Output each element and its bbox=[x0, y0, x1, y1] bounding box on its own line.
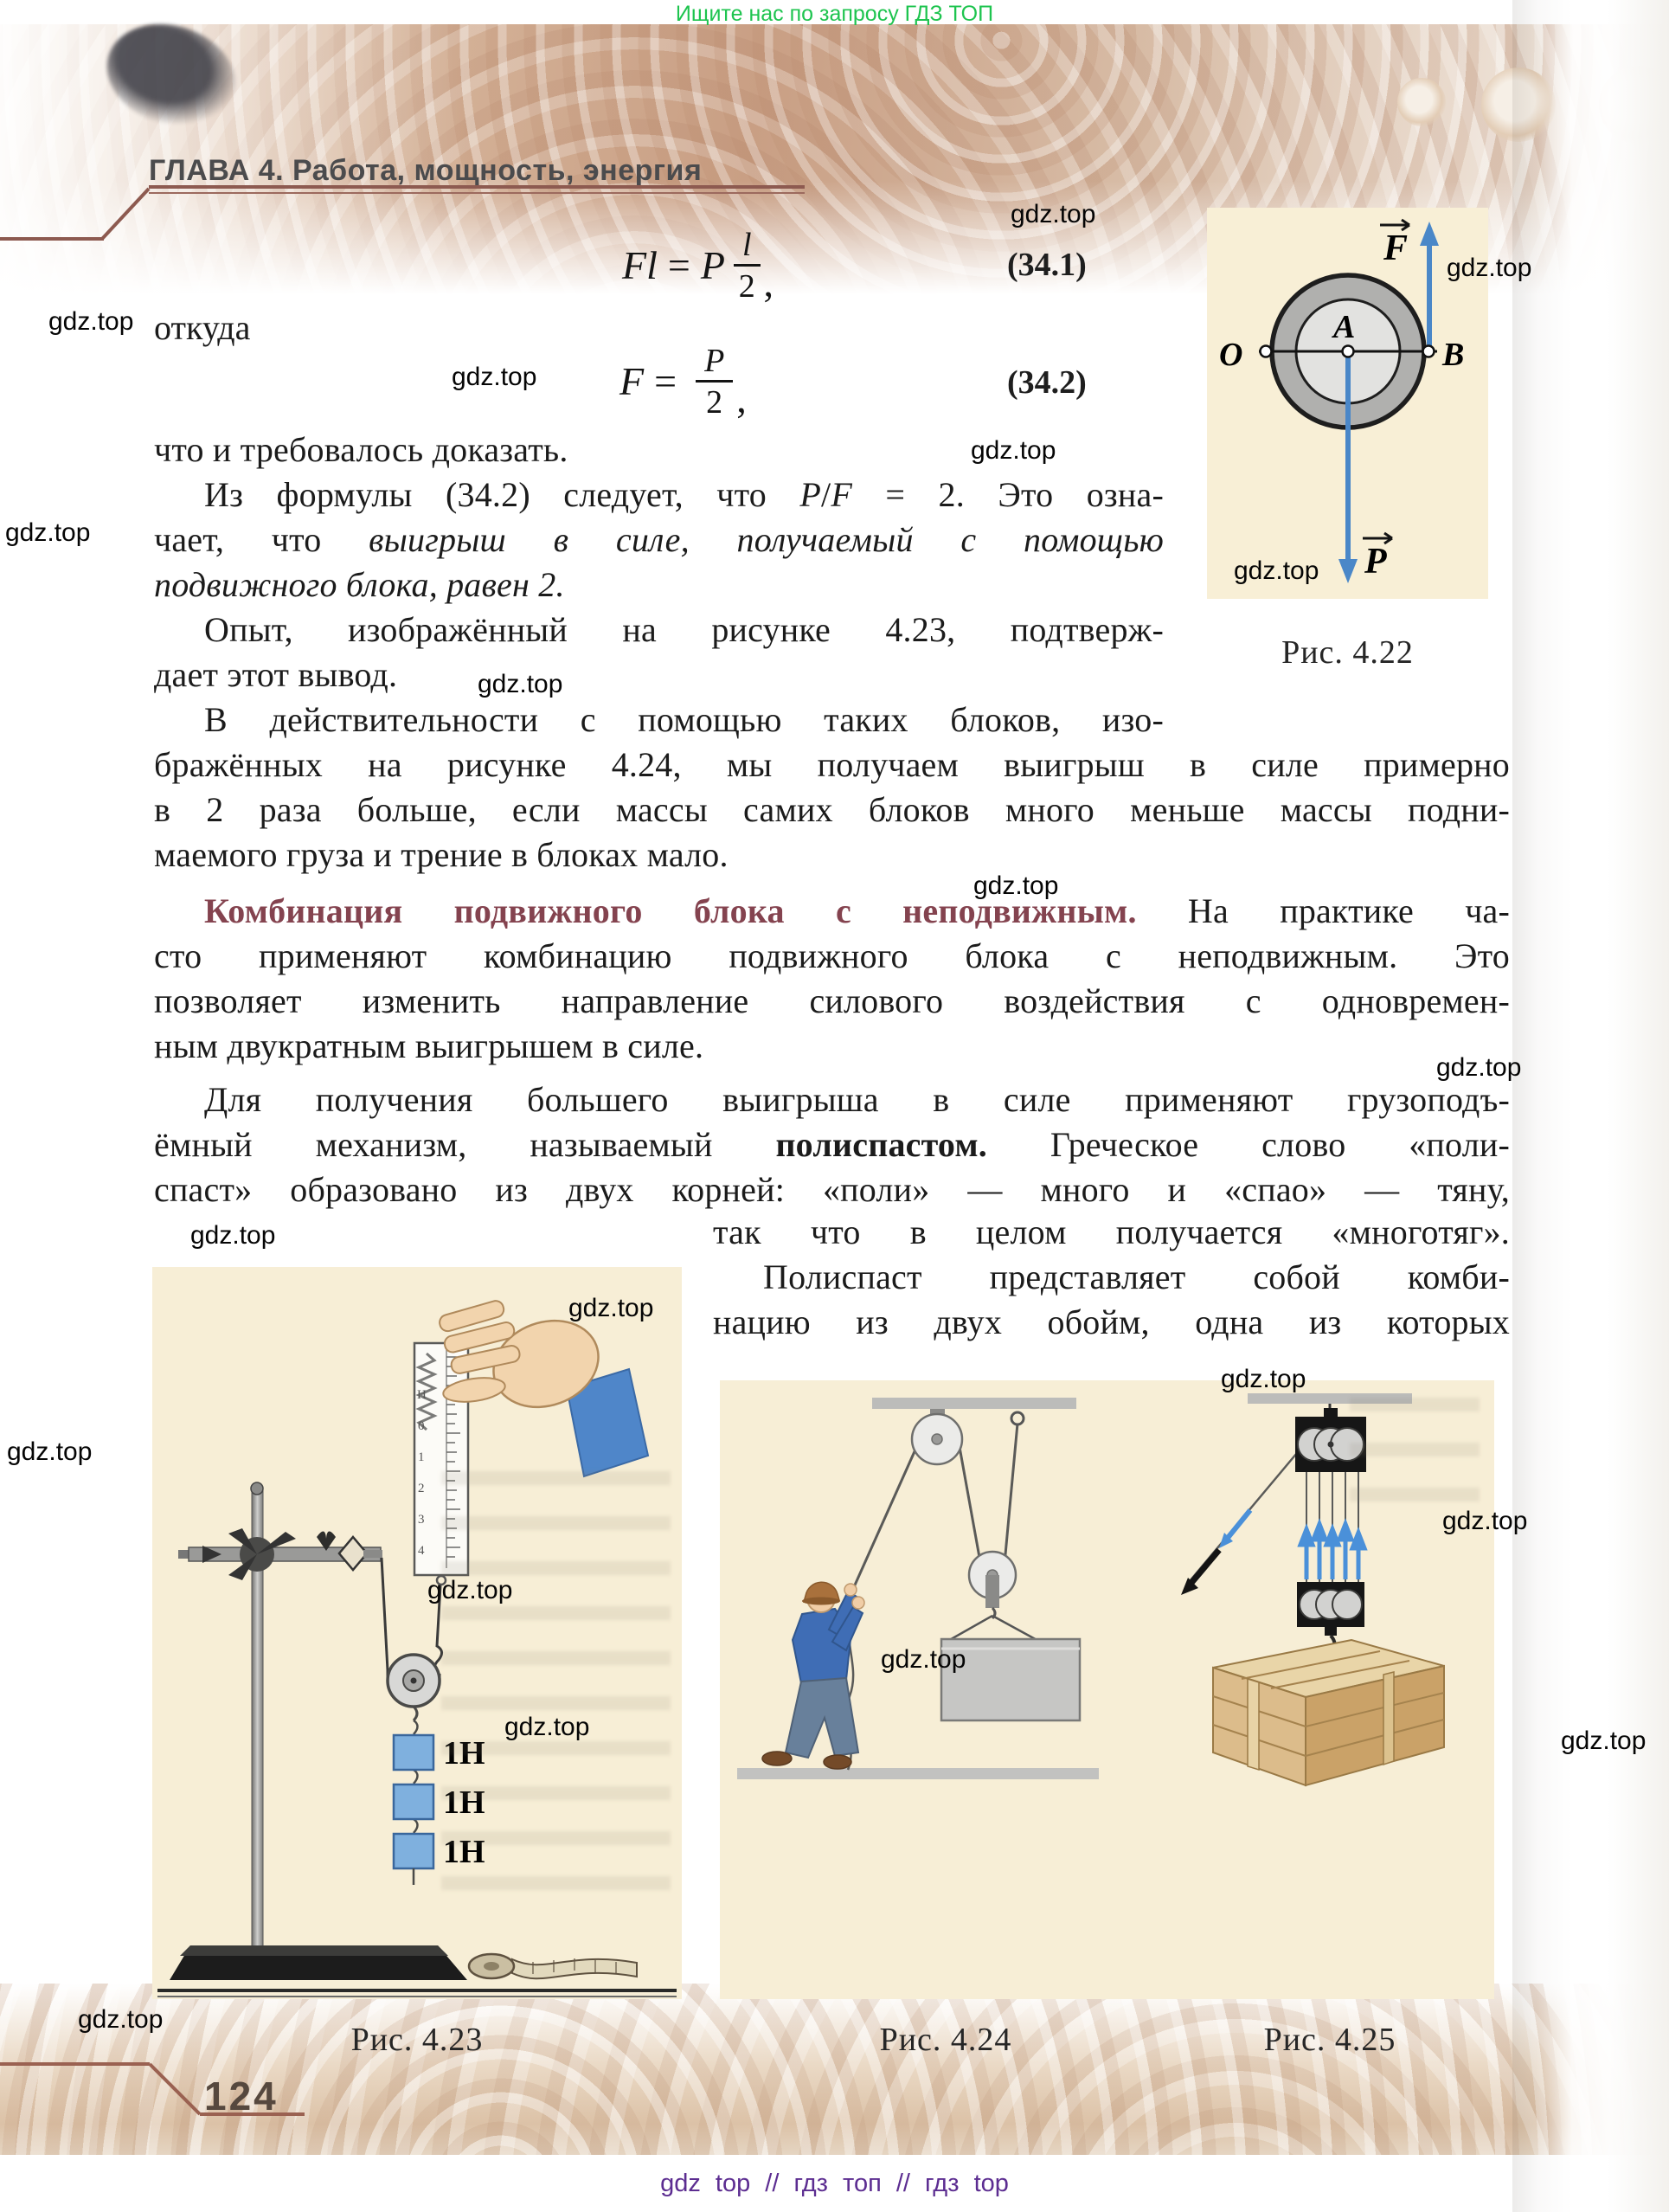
equation-label-34-1: (34.1) bbox=[1007, 247, 1087, 283]
figure-4-25-polyspast-crate bbox=[1165, 1380, 1494, 1999]
lower-block-icon bbox=[1297, 1582, 1364, 1665]
measuring-tape-icon bbox=[467, 1952, 638, 1980]
figure-4-25-caption: Рис. 4.25 bbox=[1263, 2022, 1396, 2058]
figure-4-24-worker-pulley-system bbox=[720, 1380, 1172, 1999]
ceiling-bar bbox=[872, 1398, 1076, 1409]
svg-text:1: 1 bbox=[418, 1450, 425, 1464]
upper-block-icon bbox=[1295, 1408, 1366, 1472]
gdz-watermark: gdz.top bbox=[1436, 1053, 1522, 1082]
fixed-pulley-icon bbox=[910, 1409, 964, 1466]
ceiling-anchor-ring bbox=[1010, 1411, 1025, 1426]
text-line: позволяет изменить направление силового … bbox=[154, 981, 1510, 1020]
figure-4-22-caption: Рис. 4.22 bbox=[1281, 634, 1414, 671]
point-O-label: O bbox=[1219, 337, 1242, 373]
figure-4-23-caption: Рис. 4.23 bbox=[350, 2022, 484, 2058]
wooden-crate-icon bbox=[1212, 1638, 1445, 1787]
text-line: чает, что выигрыш в силе, получаемый с п… bbox=[154, 520, 1165, 559]
page-number: 124 bbox=[204, 2074, 279, 2119]
movable-pulley-icon bbox=[386, 1653, 441, 1722]
text-line: подвижного блока, равен 2. bbox=[154, 565, 565, 604]
svg-text:Н: Н bbox=[417, 1388, 427, 1402]
force-P-arrow-icon bbox=[1338, 351, 1358, 583]
pull-force-arrow-icon bbox=[1219, 1508, 1253, 1548]
movable-pulley-icon bbox=[967, 1550, 1017, 1620]
chapter-header: ГЛАВА 4. Работа, мощность, энергия bbox=[149, 154, 703, 187]
weights-1N-icons bbox=[392, 1719, 435, 1885]
text-line: В действительности с помощью таких блоко… bbox=[204, 700, 1164, 739]
gdz-watermark: gdz.top bbox=[971, 436, 1056, 465]
text-line: нацию из двух обойм, одна из которых bbox=[713, 1302, 1510, 1341]
gdz-watermark: gdz.top bbox=[1447, 254, 1532, 282]
gdz-watermark: gdz.top bbox=[78, 2005, 164, 2034]
bottom-texture-band bbox=[0, 1984, 1669, 2155]
text-line: Комбинация подвижного блока с неподвижны… bbox=[204, 891, 1510, 930]
otkuda-text: откуда bbox=[154, 308, 251, 347]
figure-4-22-lever-pulley-diagram: O A B F P bbox=[1207, 208, 1488, 599]
gdz-watermark: gdz.top bbox=[881, 1645, 966, 1674]
gdz-watermark: gdz.top bbox=[5, 518, 91, 547]
gdz-watermark: gdz.top bbox=[1442, 1507, 1528, 1535]
force-F-arrow-icon bbox=[1420, 222, 1439, 351]
weight-label-3: 1Н bbox=[443, 1834, 485, 1870]
text-line: бражённых на рисунке 4.24, мы получаем в… bbox=[154, 745, 1510, 784]
gdz-watermark: gdz.top bbox=[7, 1437, 93, 1466]
text-line: Из формулы (34.2) следует, что P/F = 2. … bbox=[204, 475, 1165, 514]
gdz-watermark: gdz.top bbox=[1221, 1365, 1306, 1393]
gdz-watermark: gdz.top bbox=[568, 1294, 654, 1322]
gdz-watermark: gdz.top bbox=[48, 307, 134, 336]
gdz-watermark: gdz.top bbox=[504, 1713, 590, 1741]
spring-scale-icon: Н 0 1 2 3 4 bbox=[413, 1341, 470, 1586]
tension-arrows-icon bbox=[1297, 1518, 1368, 1579]
lab-stand-icon bbox=[157, 1482, 677, 1997]
gdz-watermark: gdz.top bbox=[190, 1221, 276, 1250]
svg-text:4: 4 bbox=[418, 1544, 425, 1558]
text-line: Для получения большего выигрыша в силе п… bbox=[204, 1080, 1510, 1119]
svg-text:3: 3 bbox=[418, 1513, 425, 1527]
text-line: ёмный механизм, называемый полиспастом. … bbox=[154, 1125, 1510, 1164]
gdz-watermark: gdz.top bbox=[1011, 200, 1096, 228]
worker-figure-icon bbox=[761, 1581, 865, 1770]
text-line: дает этот вывод. bbox=[154, 655, 398, 694]
gdz-watermark: gdz.top bbox=[973, 871, 1059, 900]
text-line: в 2 раза больше, если массы самих блоков… bbox=[154, 790, 1510, 829]
figure-4-23-dynamometer-experiment: Н 0 1 2 3 4 1Н 1Н 1Н bbox=[152, 1267, 682, 1999]
text-line: сто применяют комбинацию подвижного блок… bbox=[154, 936, 1510, 975]
text-line: так что в целом получается «многотяг». bbox=[713, 1212, 1510, 1251]
vector-P-label: P bbox=[1364, 542, 1387, 582]
page-edge-curl bbox=[1512, 0, 1669, 2212]
point-A-label: A bbox=[1332, 309, 1355, 345]
ceiling-bar bbox=[1248, 1393, 1412, 1404]
load-box-icon bbox=[940, 1614, 1082, 1722]
text-line: маемого груза и трение в блоках мало. bbox=[154, 835, 729, 874]
gdz-watermark: gdz.top bbox=[478, 670, 563, 698]
equation-label-34-2: (34.2) bbox=[1007, 364, 1087, 401]
gdz-watermark: gdz.top bbox=[427, 1576, 513, 1604]
promo-top-text: Ищите нас по запросу ГДЗ ТОП bbox=[675, 2, 994, 26]
black-pull-arrow-icon bbox=[1181, 1547, 1222, 1595]
hand-holding-scale-icon bbox=[439, 1300, 650, 1478]
text-line: Опыт, изображённый на рисунке 4.23, подт… bbox=[204, 610, 1164, 649]
gdz-watermark: gdz.top bbox=[452, 363, 537, 391]
weight-label-1: 1Н bbox=[443, 1735, 485, 1772]
figure-4-24-caption: Рис. 4.24 bbox=[879, 2022, 1012, 2058]
weight-label-2: 1Н bbox=[443, 1784, 485, 1821]
floor-bar bbox=[737, 1768, 1099, 1779]
svg-text:2: 2 bbox=[418, 1482, 425, 1495]
gdz-watermark: gdz.top bbox=[1561, 1727, 1647, 1755]
text-line: что и требовалось доказать. bbox=[154, 430, 568, 469]
text-line: ным двукратным выигрышем в силе. bbox=[154, 1026, 704, 1065]
gdz-watermark: gdz.top bbox=[1234, 556, 1319, 585]
svg-text:0: 0 bbox=[418, 1419, 425, 1433]
point-B-label: B bbox=[1441, 337, 1464, 373]
footer-gdz-text: gdz top // гдз топ // гдз top bbox=[660, 2170, 1009, 2197]
text-line: спаст» образовано из двух корней: «поли»… bbox=[154, 1170, 1510, 1209]
text-line: Полиспаст представляет собой комби- bbox=[763, 1257, 1510, 1296]
vector-F-label: F bbox=[1383, 228, 1408, 268]
